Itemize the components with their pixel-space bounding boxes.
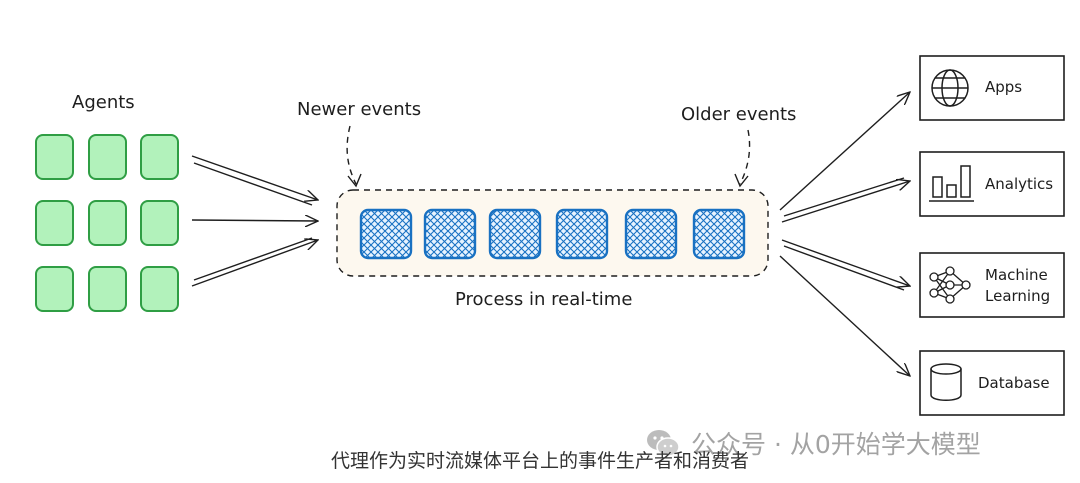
arrow-stream-to-ml-echo bbox=[783, 245, 905, 291]
consumer-analytics: Analytics bbox=[919, 151, 1065, 217]
newer-events-arrowhead bbox=[347, 173, 362, 188]
newer-events-arrow bbox=[346, 125, 357, 185]
arrow-stream-to-analytics bbox=[781, 181, 910, 223]
arrow-agents-to-stream-bottom bbox=[191, 240, 318, 287]
consumer-label-line2: Learning bbox=[985, 287, 1050, 305]
event-block bbox=[624, 208, 678, 260]
consumer-label: Database bbox=[978, 374, 1050, 392]
database-icon bbox=[930, 363, 962, 401]
arrow-stream-to-apps bbox=[779, 92, 910, 211]
agent-block bbox=[35, 266, 74, 312]
agent-block bbox=[35, 134, 74, 180]
neural-network-icon bbox=[929, 266, 971, 304]
agent-block bbox=[88, 266, 127, 312]
agent-block bbox=[88, 134, 127, 180]
agent-block bbox=[140, 266, 179, 312]
newer-events-label: Newer events bbox=[297, 99, 421, 120]
consumer-label: Apps bbox=[985, 78, 1022, 96]
consumer-label: Analytics bbox=[985, 175, 1053, 193]
consumer-machine-learning: Machine Learning bbox=[919, 252, 1065, 318]
figure-caption: 代理作为实时流媒体平台上的事件生产者和消费者 bbox=[330, 450, 749, 472]
process-label: Process in real-time bbox=[455, 289, 632, 310]
watermark: 公众号 · 从0开始学大模型 bbox=[645, 425, 981, 461]
bar-chart-icon bbox=[929, 165, 974, 202]
older-events-arrow bbox=[739, 129, 751, 185]
consumer-box bbox=[919, 151, 1065, 217]
agent-to-stream-arrows bbox=[191, 155, 318, 287]
arrow-stream-to-analytics-echo bbox=[783, 177, 905, 217]
arrow-agents-to-stream-top-echo bbox=[193, 162, 313, 206]
arrow-stream-to-ml bbox=[781, 239, 910, 286]
stream-to-consumer-arrows bbox=[779, 92, 910, 376]
agents-label: Agents bbox=[72, 92, 135, 113]
event-block bbox=[488, 208, 542, 260]
agent-block bbox=[35, 200, 74, 246]
consumer-label-line1: Machine bbox=[985, 266, 1048, 284]
arrow-agents-to-stream-top bbox=[191, 155, 318, 200]
older-events-label: Older events bbox=[681, 104, 796, 125]
watermark-text: 公众号 · 从0开始学大模型 bbox=[691, 430, 981, 459]
arrow-stream-to-database bbox=[779, 255, 910, 376]
event-blocks bbox=[359, 208, 746, 260]
older-events-arrowhead bbox=[734, 173, 749, 188]
consumer-box bbox=[919, 350, 1065, 416]
consumer-apps: Apps bbox=[919, 55, 1065, 121]
arrow-agents-to-stream-middle bbox=[191, 220, 318, 221]
event-block bbox=[359, 208, 413, 260]
globe-icon bbox=[931, 69, 969, 107]
consumer-database: Database bbox=[919, 350, 1065, 416]
agent-block bbox=[140, 134, 179, 180]
event-block bbox=[692, 208, 746, 260]
wechat-icon bbox=[647, 430, 680, 457]
event-block bbox=[555, 208, 609, 260]
agent-grid bbox=[35, 134, 179, 312]
agent-block bbox=[88, 200, 127, 246]
arrow-agents-to-stream-bottom-echo bbox=[193, 237, 313, 281]
agent-block bbox=[140, 200, 179, 246]
consumer-box bbox=[919, 252, 1065, 318]
event-block bbox=[423, 208, 477, 260]
